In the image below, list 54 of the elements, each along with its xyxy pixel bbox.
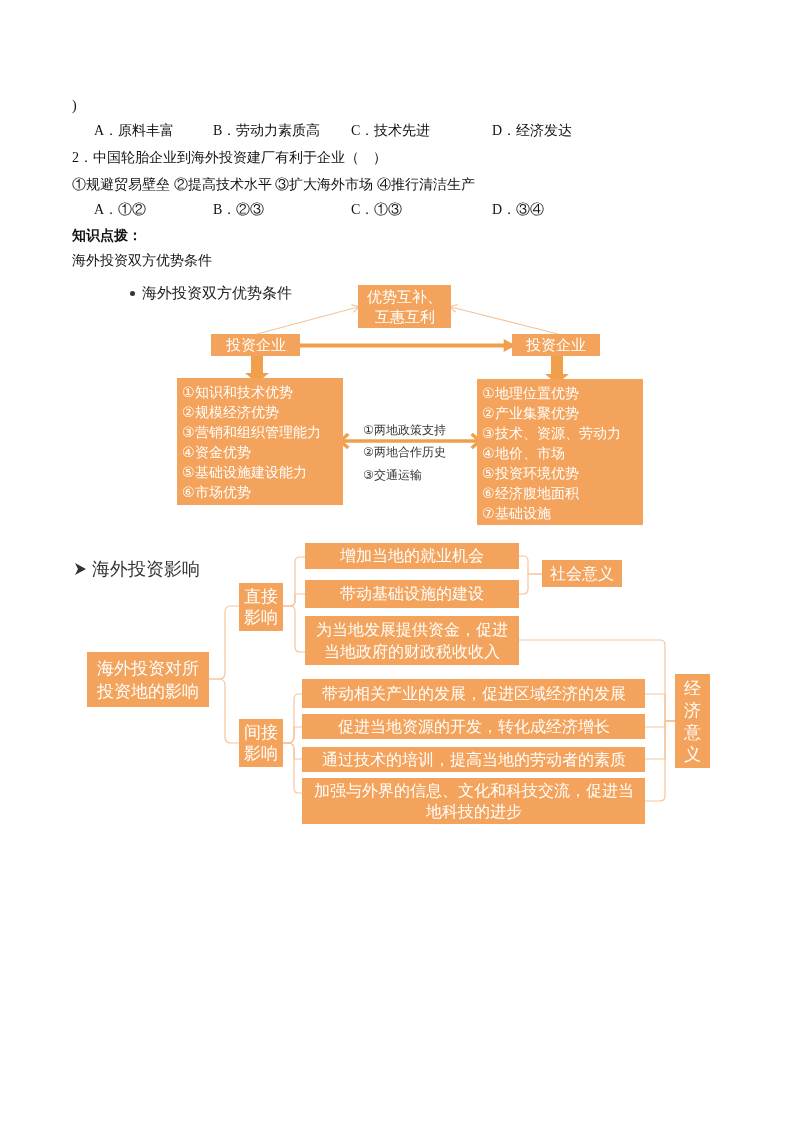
connector-line: [644, 720, 676, 802]
list-item: ④资金优势: [182, 443, 252, 462]
answer-option: C．①③: [351, 201, 403, 219]
list-item: ⑥经济腹地面积: [482, 484, 580, 503]
connector-line: [282, 605, 306, 653]
advantage-list-box: [477, 379, 643, 525]
list-item: ②规模经济优势: [182, 403, 280, 422]
section-heading: 海外投资双方优势条件: [142, 284, 292, 302]
enterprise-box: 投资企业: [512, 334, 600, 356]
list-item: ②产业集聚优势: [482, 404, 580, 423]
section-heading: 海外投资影响: [92, 560, 200, 578]
effect-box: 带动相关产业的发展，促进区域经济的发展: [302, 679, 645, 708]
significance-box: 经济意义: [675, 674, 710, 768]
list-item: ③技术、资源、劳动力: [482, 424, 622, 443]
answer-option: B．劳动力素质高: [213, 122, 321, 140]
factor-label: ①两地政策支持: [363, 422, 446, 439]
factor-label: ③交通运输: [363, 467, 422, 484]
connector-line: [208, 678, 240, 744]
answer-option: A．①②: [94, 201, 147, 219]
statement-list: ①规避贸易壁垒 ②提高技术水平 ③扩大海外市场 ④推行清洁生产: [72, 176, 475, 194]
answer-option: D．③④: [492, 201, 545, 219]
category-box: 直接影响: [239, 583, 283, 631]
list-item: ⑤基础设施建设能力: [182, 463, 308, 482]
connector-line: [518, 573, 543, 595]
effect-box: 促进当地资源的开发，转化成经济增长: [302, 714, 645, 739]
answer-option: D．经济发达: [492, 122, 573, 140]
effect-box: 增加当地的就业机会: [305, 543, 519, 569]
advantage-list-box: [177, 378, 343, 505]
list-item: ③营销和组织管理能力: [182, 423, 322, 442]
answer-option: B．②③: [213, 201, 265, 219]
enterprise-box: 投资企业: [211, 334, 300, 356]
list-item: ⑤投资环境优势: [482, 464, 580, 483]
list-item: ①知识和技术优势: [182, 383, 294, 402]
list-item: ⑥市场优势: [182, 483, 252, 502]
significance-box: 社会意义: [542, 560, 622, 587]
question-text: ): [72, 97, 77, 115]
answer-option: A．原料丰富: [94, 122, 175, 140]
category-box: 间接影响: [239, 719, 283, 767]
connector-line: [282, 742, 303, 794]
outcome-box: 优势互补、互惠互利: [358, 285, 451, 328]
section-subheading: 海外投资双方优势条件: [72, 252, 212, 270]
effect-box: 为当地发展提供资金，促进当地政府的财政税收收入: [305, 616, 519, 665]
factor-label: ②两地合作历史: [363, 444, 446, 461]
question-text: 2．中国轮胎企业到海外投资建厂有利于企业（ ）: [72, 149, 387, 167]
effect-box: 加强与外界的信息、文化和科技交流，促进当地科技的进步: [302, 778, 645, 824]
answer-option: C．技术先进: [351, 122, 431, 140]
list-item: ④地价、市场: [482, 444, 566, 463]
root-box: 海外投资对所投资地的影响: [87, 652, 209, 707]
arrow: [256, 304, 360, 335]
list-item: ⑦基础设施: [482, 504, 552, 523]
effect-box: 带动基础设施的建设: [305, 580, 519, 608]
effect-box: 通过技术的培训，提高当地的劳动者的素质: [302, 747, 645, 772]
list-item: ①地理位置优势: [482, 384, 580, 403]
section-heading: 知识点拨：: [72, 227, 142, 245]
